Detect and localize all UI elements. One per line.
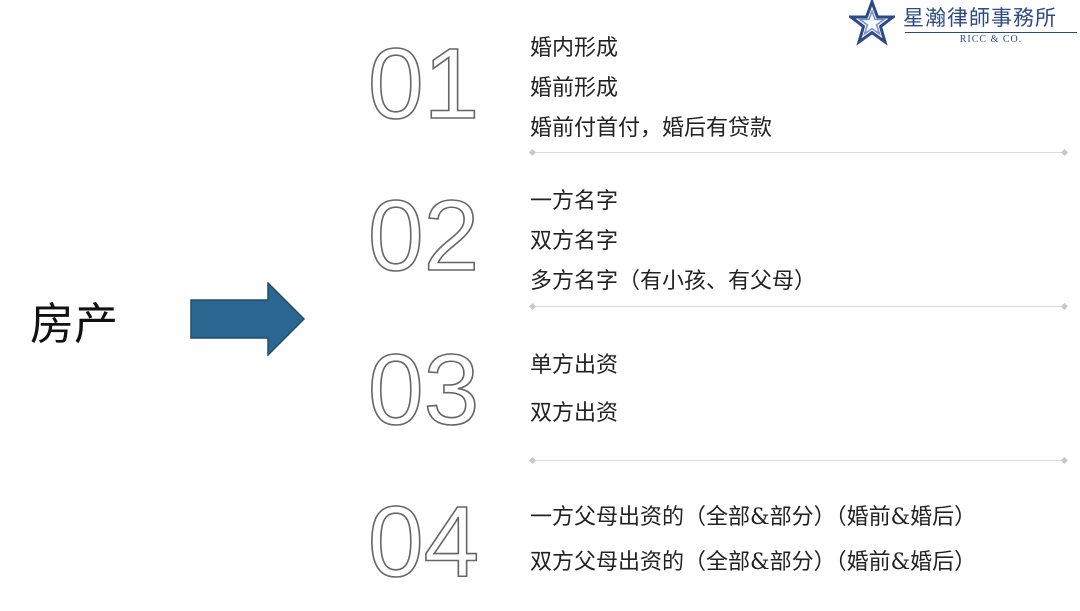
star-logo-icon <box>849 0 895 46</box>
section-number-1: 01 <box>367 27 498 141</box>
svg-text:01: 01 <box>368 32 479 128</box>
list-item: 一方父母出资的（全部&部分）（婚前&婚后） <box>530 505 977 530</box>
section-divider <box>528 302 1069 311</box>
section-number-3: 03 <box>367 333 498 447</box>
list-item: 双方名字 <box>530 229 619 254</box>
topic-title: 房产 <box>30 299 118 350</box>
list-item: 一方名字 <box>530 189 619 214</box>
right-arrow-icon <box>190 282 306 356</box>
firm-name-cn: 星瀚律師事務所 <box>903 6 1057 30</box>
svg-text:04: 04 <box>368 490 479 586</box>
svg-text:02: 02 <box>368 184 479 280</box>
svg-text:03: 03 <box>368 338 479 434</box>
list-item: 婚前付首付，婚后有贷款 <box>530 116 773 141</box>
list-item: 双方父母出资的（全部&部分）（婚前&婚后） <box>530 550 977 575</box>
section-divider <box>528 148 1069 157</box>
list-item: 多方名字（有小孩、有父母） <box>530 269 817 294</box>
section-number-2: 02 <box>367 179 498 293</box>
firm-name-en: RICC & CO. <box>959 34 1023 45</box>
section-number-4: 04 <box>367 485 498 599</box>
section-divider <box>528 456 1069 465</box>
list-item: 单方出资 <box>530 353 619 378</box>
firm-logo: 星瀚律師事務所 RICC & CO. <box>845 0 1080 50</box>
list-item: 双方出资 <box>530 401 619 426</box>
list-item: 婚内形成 <box>530 36 619 61</box>
logo-divider <box>905 32 1077 33</box>
list-item: 婚前形成 <box>530 76 619 101</box>
